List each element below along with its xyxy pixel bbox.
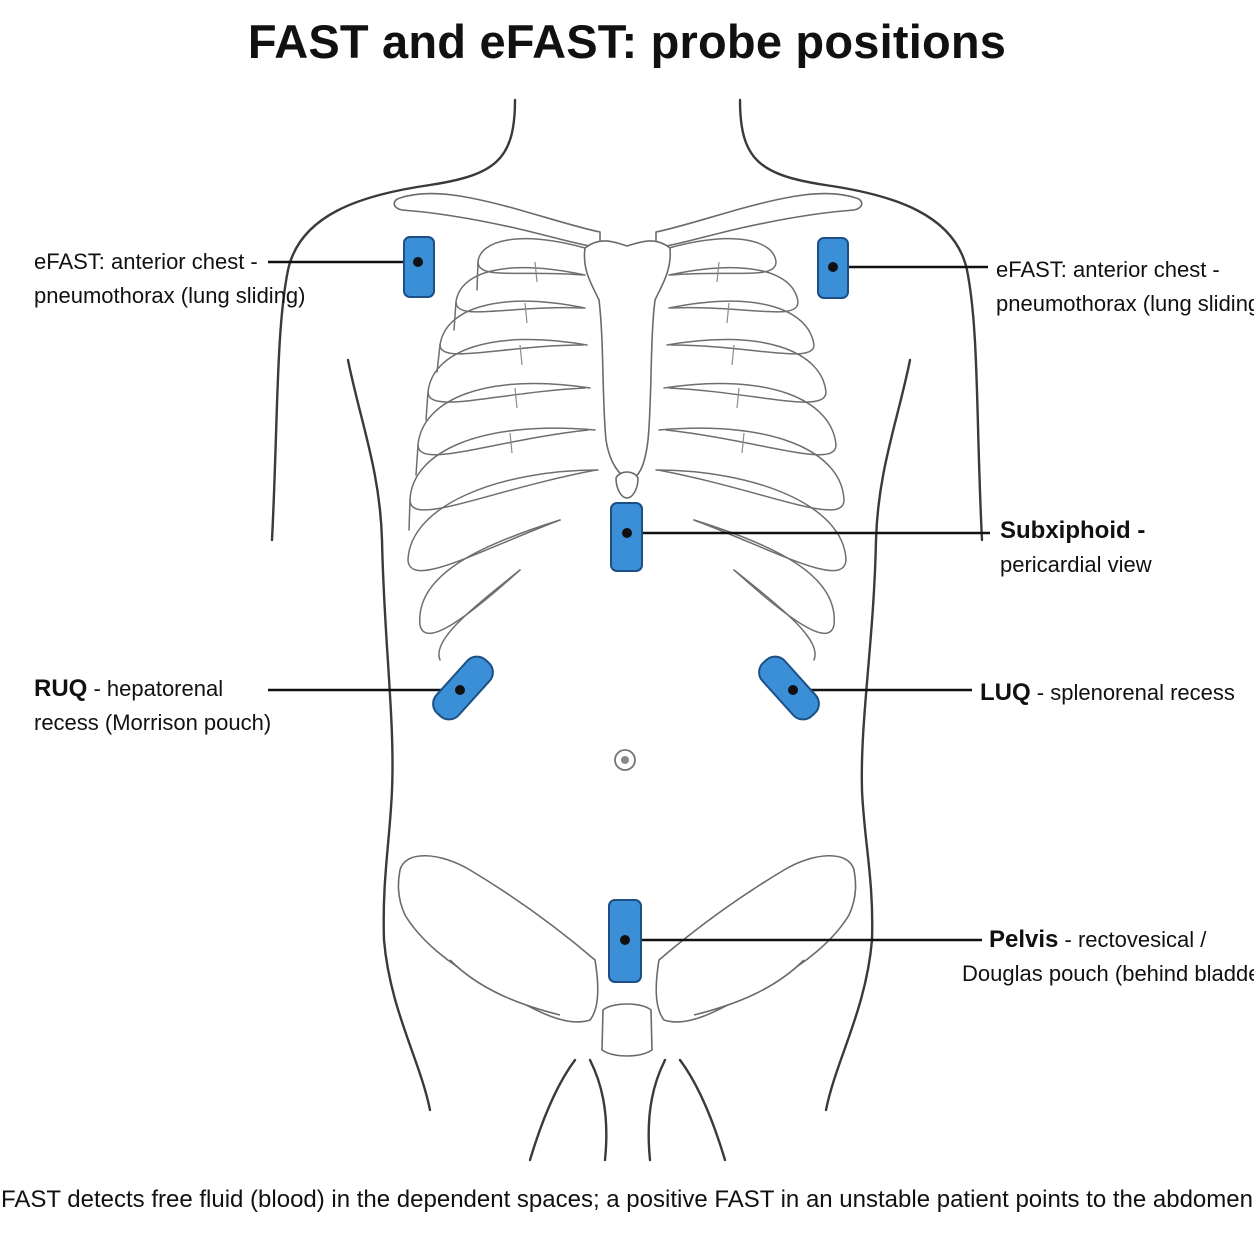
probe-ruq <box>432 655 494 721</box>
label-efast-right: eFAST: anterior chest - pneumothorax (lu… <box>34 249 306 308</box>
probe-luq <box>758 655 820 721</box>
label-luq: LUQ - splenorenal recess <box>980 679 1235 706</box>
probe-pelvis <box>608 899 642 983</box>
body-outline <box>270 98 984 1162</box>
probe-efast-right <box>403 236 435 298</box>
probes <box>403 236 849 983</box>
label-pelvis: Pelvis - rectovesical / Douglas pouch (b… <box>962 926 1254 986</box>
probe-subxiphoid <box>610 502 643 572</box>
leader-lines <box>268 260 990 942</box>
rib-cage <box>407 237 847 661</box>
probe-efast-left <box>817 237 849 299</box>
navel <box>614 749 636 771</box>
diagram-title: FAST and eFAST: probe positions <box>247 15 1007 68</box>
label-subxiphoid: Subxiphoid - pericardial view <box>1000 517 1152 577</box>
diagram-caption: FAST detects free fluid (blood) in the d… <box>1 1186 1253 1213</box>
pubic-symphysis <box>601 1003 653 1057</box>
ribs-right <box>407 237 599 661</box>
pelvis-bones <box>397 854 857 1057</box>
ribs-left <box>655 237 847 661</box>
xiphoid-process <box>615 471 639 499</box>
clavicles <box>393 192 863 249</box>
label-ruq: RUQ - hepatorenal recess (Morrison pouch… <box>34 675 272 735</box>
label-efast-left: eFAST: anterior chest - pneumothorax (lu… <box>996 257 1254 316</box>
sternum <box>583 240 672 483</box>
